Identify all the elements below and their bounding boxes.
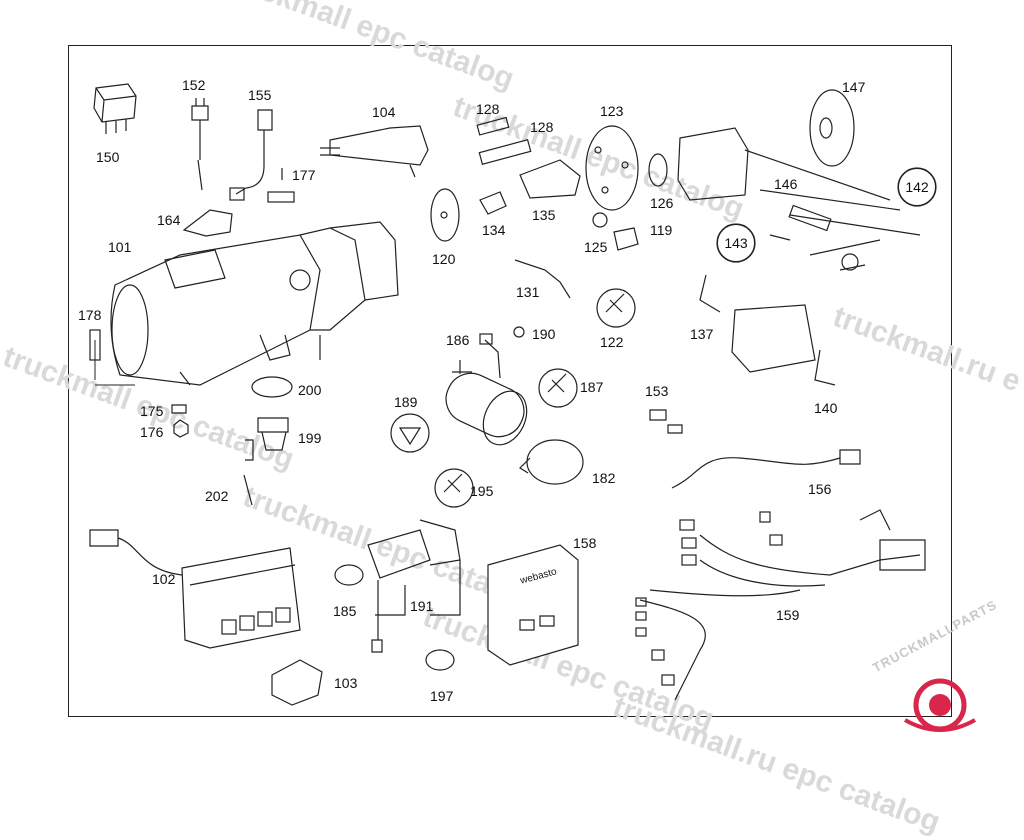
part-label: 153 [645, 383, 669, 399]
screw-143 [788, 204, 832, 232]
part-label: 137 [690, 326, 714, 342]
part-label: 140 [814, 400, 838, 416]
connector-155 [235, 109, 273, 195]
screw-202 [243, 474, 253, 506]
wheel-147 [809, 89, 855, 167]
part-134 [479, 191, 507, 215]
part-label: 104 [372, 104, 396, 120]
bolt-178 [89, 329, 101, 361]
part-177 [267, 191, 295, 203]
diagram-frame [68, 45, 952, 717]
part-label: 190 [532, 326, 556, 342]
clamp-182 [526, 439, 584, 485]
block-140 [731, 304, 816, 373]
part-label: 191 [410, 598, 434, 614]
clamp-197 [425, 649, 455, 671]
part-label: 146 [774, 176, 798, 192]
part-label: 182 [592, 470, 616, 486]
control-panel-102 [181, 547, 301, 649]
part-153 [649, 409, 683, 434]
part-label: 128 [476, 101, 500, 117]
part-104 [329, 125, 429, 166]
controller-158 [487, 544, 579, 666]
part-label: 122 [600, 334, 624, 350]
part-label: 164 [157, 212, 181, 228]
clamp-185 [334, 564, 364, 586]
part-label: 156 [808, 481, 832, 497]
heater-101 [110, 221, 399, 386]
pump-189 [445, 360, 528, 446]
part-135 [519, 159, 581, 199]
part-label: 102 [152, 571, 176, 587]
part-label: 177 [292, 167, 316, 183]
washer-175 [171, 404, 187, 414]
grommet-199 [257, 417, 289, 451]
gear-126 [648, 153, 668, 187]
truckmallparts-logo [904, 678, 976, 732]
sensor-156 [671, 457, 841, 489]
switch-103 [271, 659, 323, 706]
part-label-circled: 143 [717, 224, 755, 262]
part-label: 186 [446, 332, 470, 348]
part-label: 200 [298, 382, 322, 398]
relay-part [93, 83, 137, 134]
part-label: 152 [182, 77, 206, 93]
connector-152 [191, 98, 209, 191]
part-label: 126 [650, 195, 674, 211]
disk-120 [430, 188, 460, 242]
plug-part [229, 187, 245, 201]
part-label: 195 [470, 483, 494, 499]
part-label: 176 [140, 424, 164, 440]
part-label: 135 [532, 207, 556, 223]
ring-200 [251, 376, 293, 398]
part-label: 158 [573, 535, 597, 551]
washer-125 [592, 212, 608, 228]
part-119 [613, 227, 639, 251]
part-label: 134 [482, 222, 506, 238]
part-label: 178 [78, 307, 102, 323]
part-label: 202 [205, 488, 229, 504]
pipe-137 [699, 274, 721, 313]
part-label: 123 [600, 103, 624, 119]
cable-131 [514, 259, 571, 299]
part-label: 131 [516, 284, 540, 300]
part-label: 189 [394, 394, 418, 410]
harness-159 [635, 509, 926, 701]
part-label: 175 [140, 403, 164, 419]
part-label-circled: 142 [898, 168, 936, 206]
bracket-164 [182, 209, 233, 237]
part-label: 120 [432, 251, 456, 267]
part-label: 187 [580, 379, 604, 395]
part-label: 147 [842, 79, 866, 95]
part-label: 155 [248, 87, 272, 103]
part-label: 125 [584, 239, 608, 255]
valve-191 [367, 529, 431, 579]
part-label: 128 [530, 119, 554, 135]
part-label: 119 [650, 222, 673, 238]
parts-drawing [89, 83, 976, 732]
part-label: 101 [108, 239, 132, 255]
part-label: 199 [298, 430, 322, 446]
plate-123 [585, 125, 639, 211]
part-128b [478, 138, 532, 166]
block-146 [677, 127, 749, 201]
part-label: 185 [333, 603, 357, 619]
part-label: 197 [430, 688, 454, 704]
part-label: 150 [96, 149, 120, 165]
nut-176 [173, 419, 189, 438]
part-label: 159 [776, 607, 800, 623]
part-label: 103 [334, 675, 358, 691]
part-128a [476, 116, 510, 136]
